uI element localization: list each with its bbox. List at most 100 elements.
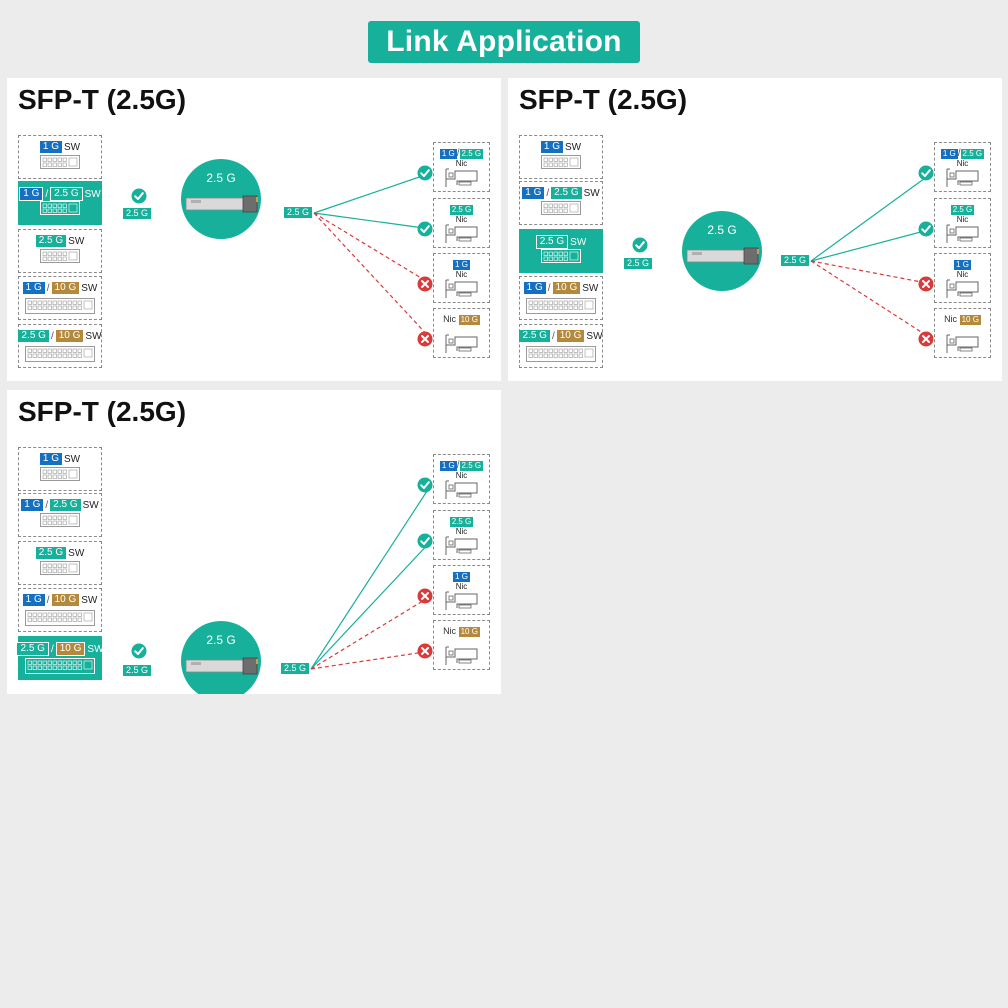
- switch-text: SW: [68, 235, 85, 247]
- junction-speed-tag: 2.5 G: [781, 255, 810, 266]
- module-body: [185, 195, 259, 218]
- switch-icon-wrap: [25, 346, 95, 367]
- nic-badges: 2.5 G: [434, 204, 489, 215]
- speed-badge: 2.5 G: [50, 499, 81, 511]
- nic-badges: 1 G/2.5 G: [434, 148, 489, 159]
- status-ok: [417, 221, 433, 242]
- nic-icon-wrap: [944, 223, 982, 250]
- nic-card-icon: [946, 279, 979, 298]
- status-ok: [918, 165, 934, 186]
- badge-separator: /: [456, 460, 460, 471]
- nic-text: Nic: [455, 527, 468, 536]
- status-fail: [417, 331, 433, 352]
- sfp-module-icon: [185, 195, 258, 213]
- module-speed-label: 2.5 G: [206, 633, 236, 647]
- check-icon: [417, 165, 433, 181]
- link-line-ok: [810, 228, 933, 262]
- switch-icon: [40, 201, 80, 215]
- nic-icon-wrap: [944, 333, 982, 360]
- nic-badges: 1 G/2.5 G: [434, 460, 489, 471]
- badge-separator: /: [551, 330, 555, 342]
- speed-badge: 10 G: [552, 282, 581, 294]
- badge-separator: /: [46, 282, 50, 294]
- link-line-fail: [313, 212, 432, 285]
- cross-icon: [417, 588, 433, 604]
- switch-icon-wrap: [541, 155, 581, 174]
- badge-separator: /: [456, 148, 460, 159]
- badge-separator: /: [45, 499, 49, 511]
- switch-text: SW: [87, 643, 104, 655]
- cross-icon: [918, 276, 934, 292]
- nic-card-icon: [445, 480, 478, 499]
- nic-icon-wrap: [443, 278, 481, 305]
- speed-badge: 1 G: [22, 594, 45, 606]
- nic-text: Nic: [455, 270, 468, 279]
- status-fail: [918, 331, 934, 352]
- nic-card: Nic 10 G: [433, 620, 490, 670]
- nic-text: Nic: [443, 626, 457, 636]
- nic-card-icon: [445, 168, 478, 187]
- check-icon: [918, 221, 934, 237]
- switch-text: SW: [82, 499, 99, 511]
- module-body: [686, 247, 760, 270]
- switch-icon: [40, 249, 80, 263]
- speed-badge: 1 G: [439, 149, 457, 159]
- nic-card: Nic 10 G: [934, 308, 991, 358]
- speed-badge: 1 G: [39, 453, 62, 465]
- nic-card: Nic 10 G: [433, 308, 490, 358]
- check-icon: [417, 533, 433, 549]
- panel-title: SFP-T (2.5G): [519, 84, 688, 115]
- link-check: [632, 237, 648, 258]
- switch-text: SW: [81, 594, 98, 606]
- sfp-module-icon: [686, 247, 759, 265]
- nic-badges: Nic 10 G: [434, 314, 489, 325]
- nic-card-icon: [445, 646, 478, 665]
- switch-text: SW: [583, 187, 600, 199]
- module-speed-label: 2.5 G: [707, 223, 737, 237]
- nic-text: Nic: [455, 159, 468, 168]
- nic-badges: 1 G/2.5 G: [935, 148, 990, 159]
- badge-separator: /: [547, 282, 551, 294]
- nic-text: Nic: [455, 215, 468, 224]
- switch-text: SW: [64, 141, 81, 153]
- switch-text: SW: [64, 453, 81, 465]
- nic-badges: 2.5 G: [434, 516, 489, 527]
- link-line-fail: [313, 212, 432, 340]
- speed-badge: 1 G: [19, 187, 44, 201]
- nic-text: Nic: [455, 471, 468, 480]
- switch-icon: [25, 610, 95, 626]
- speed-badge: 10 G: [556, 330, 585, 342]
- nic-text: Nic: [956, 215, 969, 224]
- speed-badge: 1 G: [940, 149, 958, 159]
- nic-text: Nic: [956, 270, 969, 279]
- link-check: [131, 643, 147, 664]
- switch-text: SW: [565, 141, 582, 153]
- nic-icon-wrap: [443, 645, 481, 672]
- speed-badge: 2.5 G: [50, 187, 83, 201]
- speed-badge: 1 G: [522, 187, 545, 199]
